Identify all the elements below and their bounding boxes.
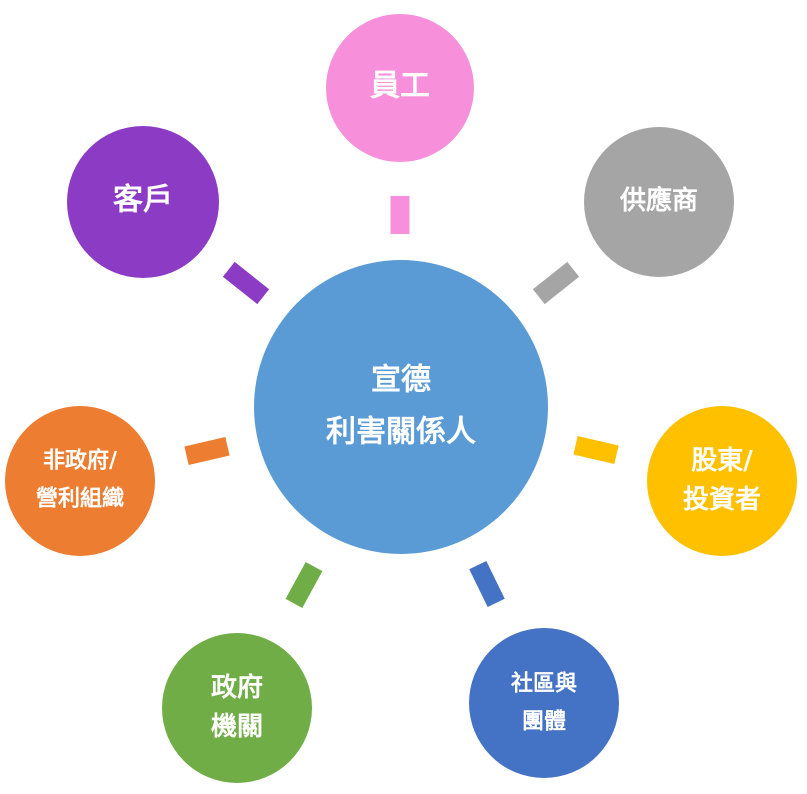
suppliers-circle (584, 127, 734, 277)
shareholders-label-line1: 股東/ (691, 446, 753, 476)
node-suppliers: 供應商 (584, 127, 734, 277)
center-node: 宣德 利害關係人 (254, 260, 548, 554)
government-circle (162, 633, 312, 783)
suppliers-label: 供應商 (619, 185, 698, 216)
connector-employees (390, 196, 410, 234)
connector-suppliers (532, 261, 580, 305)
connector-shareholders (573, 436, 619, 464)
node-community: 社區與 團體 (469, 628, 619, 778)
node-shareholders: 股東/ 投資者 (647, 406, 797, 556)
government-label-line2: 機關 (211, 712, 263, 742)
ngo-circle (5, 406, 155, 556)
community-label-line2: 團體 (522, 709, 566, 735)
node-customers: 客戶 (67, 126, 219, 278)
node-employees: 員工 (326, 14, 474, 162)
community-circle (469, 628, 619, 778)
node-government: 政府 機關 (162, 633, 312, 783)
center-label-line1: 宣德 (371, 363, 431, 398)
customers-circle (67, 126, 219, 278)
ngo-label-line2: 營利組織 (36, 486, 124, 512)
connector-government (285, 562, 323, 608)
customers-label: 客戶 (113, 183, 173, 218)
employees-circle (326, 14, 474, 162)
shareholders-circle (647, 406, 797, 556)
connector-ngo (184, 437, 230, 465)
community-label-line1: 社區與 (511, 671, 577, 697)
employees-label: 員工 (370, 69, 430, 104)
government-label-line1: 政府 (211, 672, 263, 703)
shareholders-label-line2: 投資者 (683, 485, 761, 515)
center-circle (254, 260, 548, 554)
node-ngo: 非政府/ 營利組織 (5, 406, 155, 556)
connector-community (469, 560, 505, 608)
connector-customers (222, 261, 270, 305)
center-label-line2: 利害關係人 (326, 415, 476, 450)
ngo-label-line1: 非政府/ (43, 448, 118, 474)
